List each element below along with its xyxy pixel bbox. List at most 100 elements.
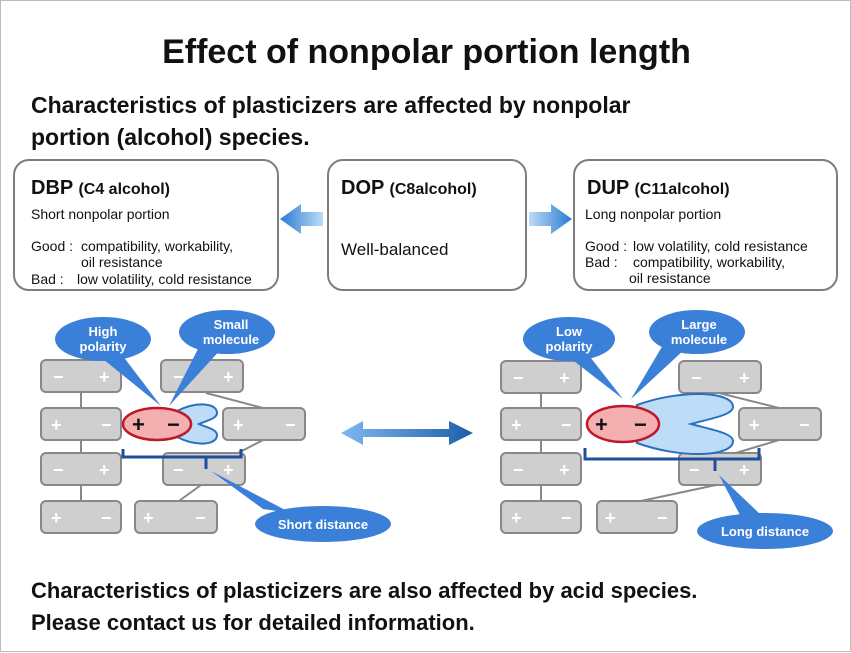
plus-sign: + xyxy=(605,508,616,528)
plus-sign: + xyxy=(559,460,570,480)
polymer-chain-link xyxy=(718,392,780,409)
callout-large-molecule xyxy=(649,310,745,354)
callout-long-distance-label: Long distance xyxy=(721,524,809,539)
polar-plus: + xyxy=(595,412,608,437)
callout-pointer xyxy=(561,351,623,399)
dbp-good-2: oil resistance xyxy=(81,254,163,270)
polar-minus: − xyxy=(634,412,647,437)
plus-sign: + xyxy=(223,460,234,480)
page-title: Effect of nonpolar portion length xyxy=(162,33,691,71)
dup-bad-2: oil resistance xyxy=(629,270,711,286)
callout-pointer xyxy=(169,343,223,406)
intro-text: Characteristics of plasticizers are affe… xyxy=(31,89,791,153)
callout-large-molecule-line1: Large xyxy=(681,317,716,332)
intro-line-1: Characteristics of plasticizers are affe… xyxy=(31,92,631,118)
polymer-segment: + − xyxy=(40,500,122,534)
polymer-segment: + − xyxy=(222,407,306,441)
plus-sign: + xyxy=(99,460,110,480)
minus-sign: − xyxy=(657,508,668,528)
dup-bad-1: compatibility, workability, xyxy=(633,254,785,270)
intro-line-2: portion (alcohol) species. xyxy=(31,124,310,150)
plus-sign: + xyxy=(749,415,760,435)
polymer-segment: + − xyxy=(134,500,218,534)
polymer-chain-link xyxy=(640,484,717,502)
right-diagram: − + − + + − + − − + xyxy=(500,310,833,549)
minus-sign: − xyxy=(195,508,206,528)
dup-good-label: Good : xyxy=(585,238,628,254)
distance-bracket xyxy=(121,449,243,469)
footer-text: Characteristics of plasticizers are also… xyxy=(31,575,831,639)
dbp-name: DBP xyxy=(31,177,73,199)
polymer-segment: − + xyxy=(500,360,582,394)
callout-pointer xyxy=(211,471,291,513)
callout-pointer xyxy=(93,351,161,406)
plus-sign: + xyxy=(223,367,234,387)
dbp-portion: Short nonpolar portion xyxy=(31,206,170,222)
dop-desc: Well-balanced xyxy=(341,240,449,259)
minus-sign: − xyxy=(689,460,700,480)
polymer-chain-link xyxy=(735,439,780,454)
polymer-chain-link xyxy=(205,392,264,409)
callout-small-molecule xyxy=(179,310,275,354)
minus-sign: − xyxy=(101,508,112,528)
minus-sign: − xyxy=(561,508,572,528)
callout-high-polarity-line1: High xyxy=(89,324,118,339)
plus-sign: + xyxy=(559,368,570,388)
polar-portion xyxy=(585,404,661,444)
polymer-segment: − + xyxy=(162,452,246,486)
callout-pointer xyxy=(631,345,685,399)
dbp-good-1: compatibility, workability, xyxy=(81,238,233,254)
plus-sign: + xyxy=(51,508,62,528)
polymer-chain-link xyxy=(178,484,202,502)
polymer-segment: − + xyxy=(678,452,762,486)
plus-sign: + xyxy=(739,460,750,480)
callout-high-polarity xyxy=(55,317,151,361)
minus-sign: − xyxy=(53,460,64,480)
callout-long-distance xyxy=(697,513,833,549)
dup-good: low volatility, cold resistance xyxy=(633,238,808,254)
arrow-to-dbp xyxy=(280,204,323,234)
plus-sign: + xyxy=(99,367,110,387)
arrow-to-dup xyxy=(529,204,572,234)
dbp-good-label: Good : xyxy=(31,238,74,254)
dbp-box: DBP (C4 alcohol) Short nonpolar portion … xyxy=(13,159,279,291)
dup-bad-label: Bad : xyxy=(585,254,618,270)
minus-sign: − xyxy=(53,367,64,387)
plus-sign: + xyxy=(51,415,62,435)
polymer-segment: − + xyxy=(40,452,122,486)
polymer-segment: − + xyxy=(40,359,122,393)
footer-line-2: Please contact us for detailed informati… xyxy=(31,610,475,635)
plus-sign: + xyxy=(511,415,522,435)
left-diagram: − + − + + − + − − + xyxy=(40,310,391,542)
nonpolar-portion xyxy=(636,392,735,456)
distance-bracket xyxy=(583,448,761,471)
dbp-bad-label: Bad : xyxy=(31,271,64,287)
dup-box: DUP (C11alcohol) Long nonpolar portion G… xyxy=(573,159,838,291)
minus-sign: − xyxy=(101,415,112,435)
callout-large-molecule-line2: molecule xyxy=(671,332,727,347)
plus-sign: + xyxy=(739,368,750,388)
polymer-segment: + − xyxy=(40,407,122,441)
dup-heading: DUP (C11alcohol) xyxy=(587,177,730,200)
dup-alcohol: (C11alcohol) xyxy=(634,181,730,198)
polymer-segment: − + xyxy=(500,452,582,486)
callout-low-polarity xyxy=(523,317,615,361)
callout-small-molecule-line1: Small xyxy=(214,317,249,332)
dop-alcohol: (C8alcohol) xyxy=(389,181,477,198)
minus-sign: − xyxy=(173,367,184,387)
dop-name: DOP xyxy=(341,177,384,199)
minus-sign: − xyxy=(173,460,184,480)
dup-portion: Long nonpolar portion xyxy=(585,206,722,222)
double-arrow xyxy=(341,421,473,445)
plus-sign: + xyxy=(233,415,244,435)
dbp-alcohol: (C4 alcohol) xyxy=(78,181,170,198)
polar-minus: − xyxy=(167,412,180,437)
callout-small-molecule-line2: molecule xyxy=(203,332,259,347)
plus-sign: + xyxy=(511,508,522,528)
minus-sign: − xyxy=(691,368,702,388)
polymer-segment: + − xyxy=(500,500,582,534)
polar-plus: + xyxy=(132,412,145,437)
polymer-segment: + − xyxy=(596,500,678,534)
